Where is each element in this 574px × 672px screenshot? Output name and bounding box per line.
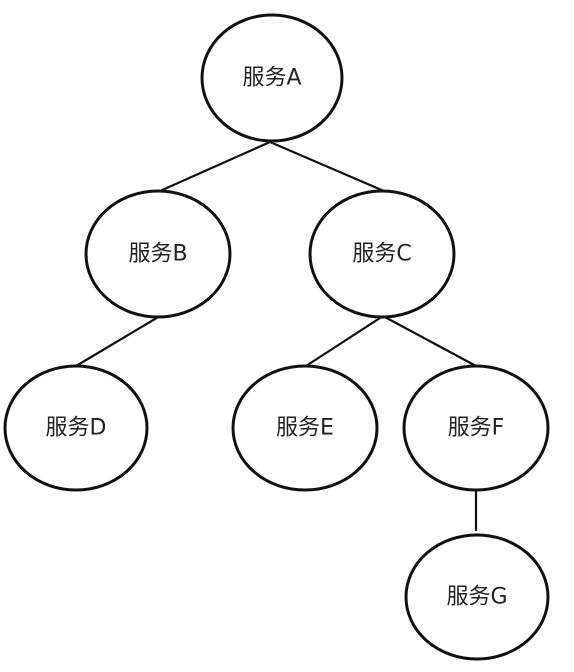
edge-c-e xyxy=(304,314,385,368)
node-service-c: 服务C xyxy=(308,189,456,319)
edge-a-b xyxy=(158,140,272,193)
node-service-a: 服务A xyxy=(200,13,344,143)
node-service-b-shape xyxy=(84,189,232,319)
node-service-f-shape xyxy=(402,364,550,492)
node-service-d-label: 服务D xyxy=(46,416,107,441)
node-service-g-label: 服务G xyxy=(446,585,507,610)
node-service-d: 服务D xyxy=(3,364,149,492)
edge-c-f xyxy=(381,314,478,368)
node-service-e: 服务E xyxy=(231,364,379,492)
node-service-c-shape xyxy=(308,189,456,319)
node-service-b: 服务B xyxy=(84,189,232,319)
node-service-g: 服务G xyxy=(404,533,550,661)
node-service-f: 服务F xyxy=(402,364,550,492)
node-service-c-label: 服务C xyxy=(352,242,411,267)
node-service-f-label: 服务F xyxy=(448,416,505,441)
node-service-e-label: 服务E xyxy=(276,416,334,441)
node-service-e-shape xyxy=(231,364,379,492)
node-service-d-shape xyxy=(3,364,149,492)
node-service-g-shape xyxy=(404,533,550,661)
node-service-a-label: 服务A xyxy=(242,66,301,91)
edge-b-d xyxy=(74,314,162,368)
edge-a-c xyxy=(268,140,386,193)
node-service-a-shape xyxy=(200,13,344,143)
node-service-b-label: 服务B xyxy=(128,242,187,267)
